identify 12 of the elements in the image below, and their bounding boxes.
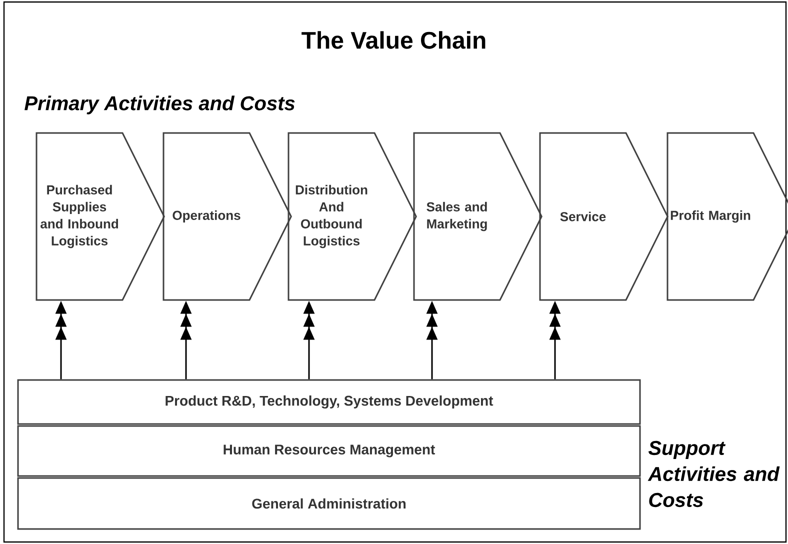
chevron-box: Purchased Supplies and Inbound Logistics: [36, 132, 165, 301]
chevron-box: Profit Margin: [666, 132, 788, 301]
chevron-box: Operations: [162, 132, 292, 301]
section-heading: Support Activities and Costs: [648, 440, 780, 508]
support-band: Product R&D, Technology, Systems Development: [17, 379, 641, 425]
section-heading: Primary Activities and Costs: [24, 96, 295, 114]
chevron-box: Distribution And Outbound Logistics: [288, 132, 417, 301]
title: The Value Chain: [302, 31, 486, 49]
support-band: General Administration: [17, 477, 641, 530]
chevron-box: Sales and Marketing: [413, 132, 542, 301]
support-band: Human Resources Management: [17, 425, 641, 477]
chevron-box: Service: [539, 132, 668, 301]
